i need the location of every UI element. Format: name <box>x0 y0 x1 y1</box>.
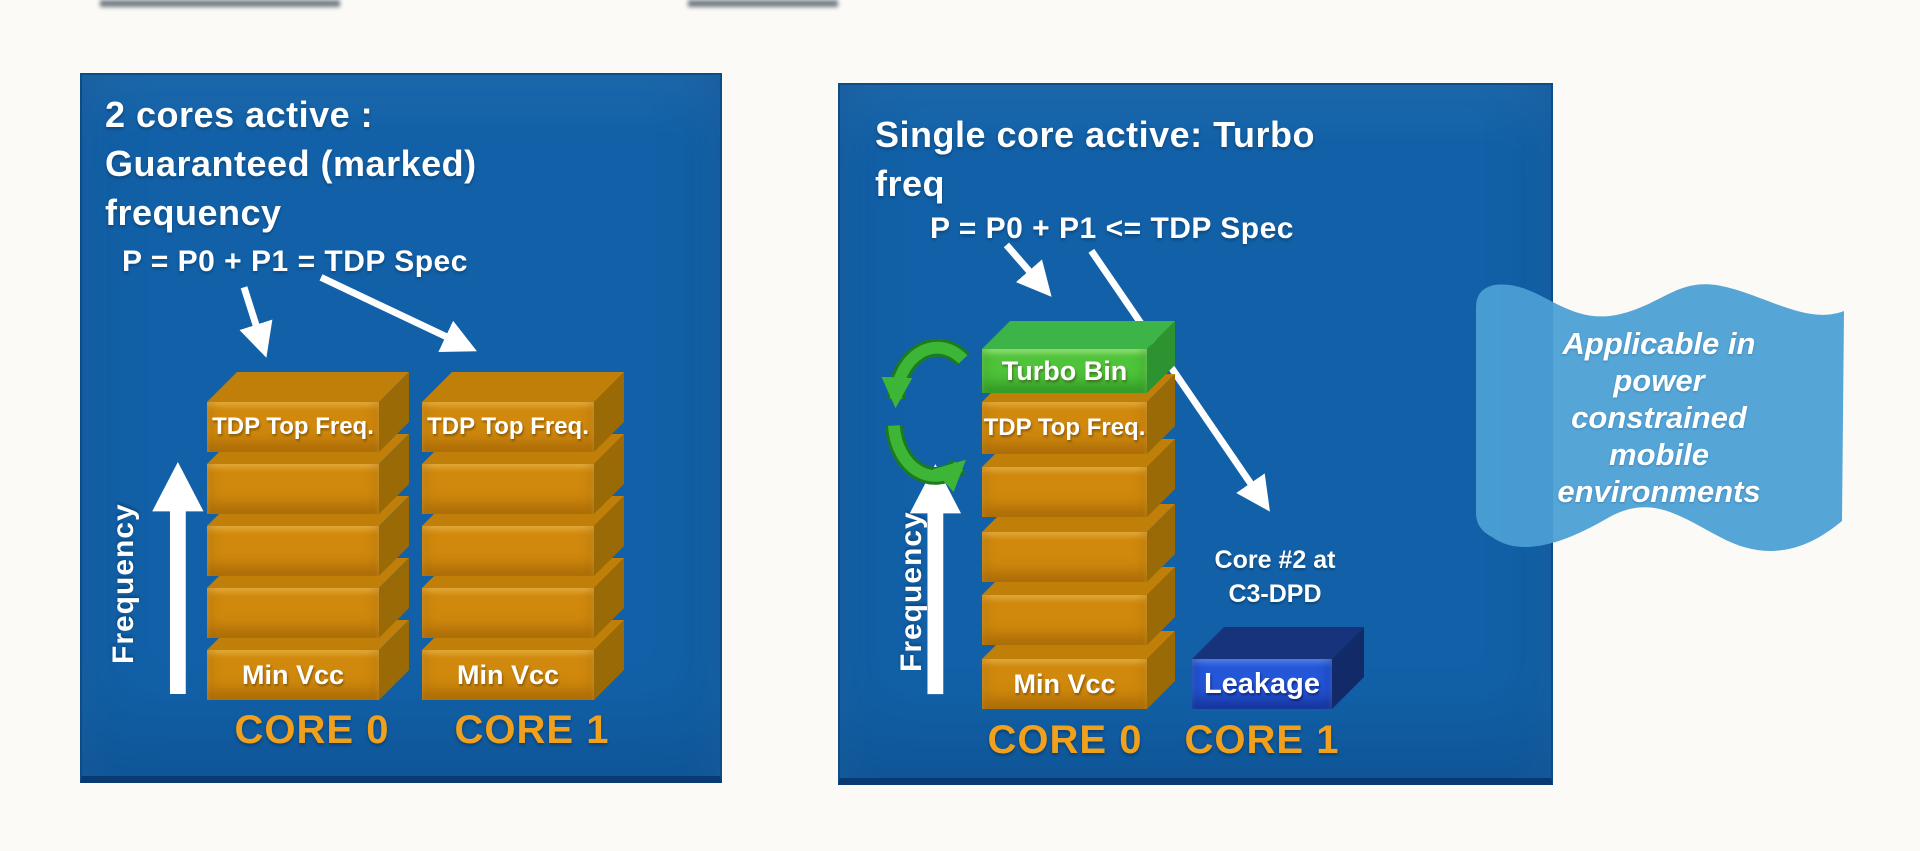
frequency-bin-block <box>982 504 1175 582</box>
block-front-face <box>982 532 1147 582</box>
annotation-line: C3-DPD <box>1228 580 1322 608</box>
block-front-face <box>207 588 379 638</box>
core1-label: CORE 1 <box>454 708 610 752</box>
frequency-bin-block <box>422 496 624 576</box>
block-front-face <box>207 526 379 576</box>
frequency-bin-block <box>982 439 1175 517</box>
flag-text: Applicable in power constrained mobile e… <box>1492 325 1826 510</box>
flag-text-line: constrained <box>1571 400 1747 435</box>
right-panel-title: Single core active: Turbo freq <box>875 110 1315 208</box>
block-tdp-top-freq: TDP Top Freq. <box>422 372 624 452</box>
block-label: Min Vcc <box>241 659 345 690</box>
block-label: TDP Top Freq. <box>983 414 1146 441</box>
block-front-face <box>422 588 594 638</box>
flag-shape <box>1476 284 1844 551</box>
block-label: TDP Top Freq. <box>427 413 589 440</box>
frequency-bin-block <box>207 496 409 576</box>
frequency-axis-label: Frequency <box>895 511 928 673</box>
formula-to-turbo-arrow <box>1003 242 1052 297</box>
mobile-callout-flag: Applicable in power constrained mobile e… <box>1468 253 1860 575</box>
block-label: Leakage <box>1203 667 1321 700</box>
block-tdp-top-freq: TDP Top Freq. <box>207 372 409 452</box>
title-line: 2 cores active : <box>105 94 374 135</box>
block-top-face <box>422 372 624 402</box>
block-label: Turbo Bin <box>1001 355 1128 386</box>
flag-text-line: environments <box>1557 474 1761 509</box>
block-front-face <box>422 464 594 514</box>
core0-label: CORE 0 <box>987 718 1143 762</box>
title-line: Guaranteed (marked) <box>105 143 477 184</box>
frequency-bin-block <box>207 558 409 638</box>
artifact-smudge <box>100 0 340 7</box>
frequency-bin-block <box>207 434 409 514</box>
block-top-face <box>207 372 409 402</box>
title-line: freq <box>875 163 946 204</box>
block-min-vcc: Min Vcc <box>207 620 409 700</box>
formula-to-core0-arrow <box>239 286 273 358</box>
block-front-face <box>1192 659 1332 709</box>
right-panel-formula: P = P0 + P1 <= TDP Spec <box>930 212 1294 245</box>
frequency-axis-arrow <box>152 462 204 695</box>
block-front-face <box>422 402 594 452</box>
core1-label: CORE 1 <box>1184 718 1340 762</box>
artifact-smudge <box>688 0 838 7</box>
flag-text-line: power <box>1613 363 1705 398</box>
formula-to-core1-arrow <box>319 274 477 353</box>
frequency-bin-block <box>422 434 624 514</box>
block-label: Min Vcc <box>1013 668 1116 699</box>
block-turbo-bin: Turbo Bin <box>982 321 1175 393</box>
block-label: TDP Top Freq. <box>212 413 374 440</box>
title-line: frequency <box>105 192 282 233</box>
flag-text-line: mobile <box>1609 437 1709 472</box>
block-front-face <box>422 650 594 700</box>
block-front-face <box>422 526 594 576</box>
block-min-vcc: Min Vcc <box>982 631 1175 709</box>
block-front-face <box>207 464 379 514</box>
core2-state-annotation: Core #2 at C3-DPD <box>1185 543 1365 611</box>
core0-label: CORE 0 <box>234 708 390 752</box>
frequency-bin-block <box>422 558 624 638</box>
left-panel-title: 2 cores active : Guaranteed (marked) fre… <box>105 90 477 237</box>
block-front-face <box>207 650 379 700</box>
title-line: Single core active: Turbo <box>875 114 1315 155</box>
block-leakage: Leakage <box>1192 627 1364 709</box>
block-min-vcc: Min Vcc <box>422 620 624 700</box>
block-label: Min Vcc <box>456 659 560 690</box>
frequency-bin-block <box>982 567 1175 645</box>
left-panel-formula: P = P0 + P1 = TDP Spec <box>122 245 468 278</box>
block-front-face <box>982 659 1147 709</box>
annotation-line: Core #2 at <box>1214 546 1336 574</box>
panel-single-core-active: Single core active: Turbo freq P = P0 + … <box>838 83 1553 785</box>
panel-two-cores-active: 2 cores active : Guaranteed (marked) fre… <box>80 73 722 783</box>
flag-text-line: Applicable in <box>1562 326 1756 361</box>
block-front-face <box>982 467 1147 517</box>
frequency-axis-label: Frequency <box>107 503 140 665</box>
block-tdp-top-freq: TDP Top Freq. <box>982 374 1175 454</box>
block-top-face <box>982 321 1175 349</box>
block-front-face <box>982 595 1147 645</box>
block-front-face <box>207 402 379 452</box>
turbo-cycle-icon <box>881 338 970 492</box>
